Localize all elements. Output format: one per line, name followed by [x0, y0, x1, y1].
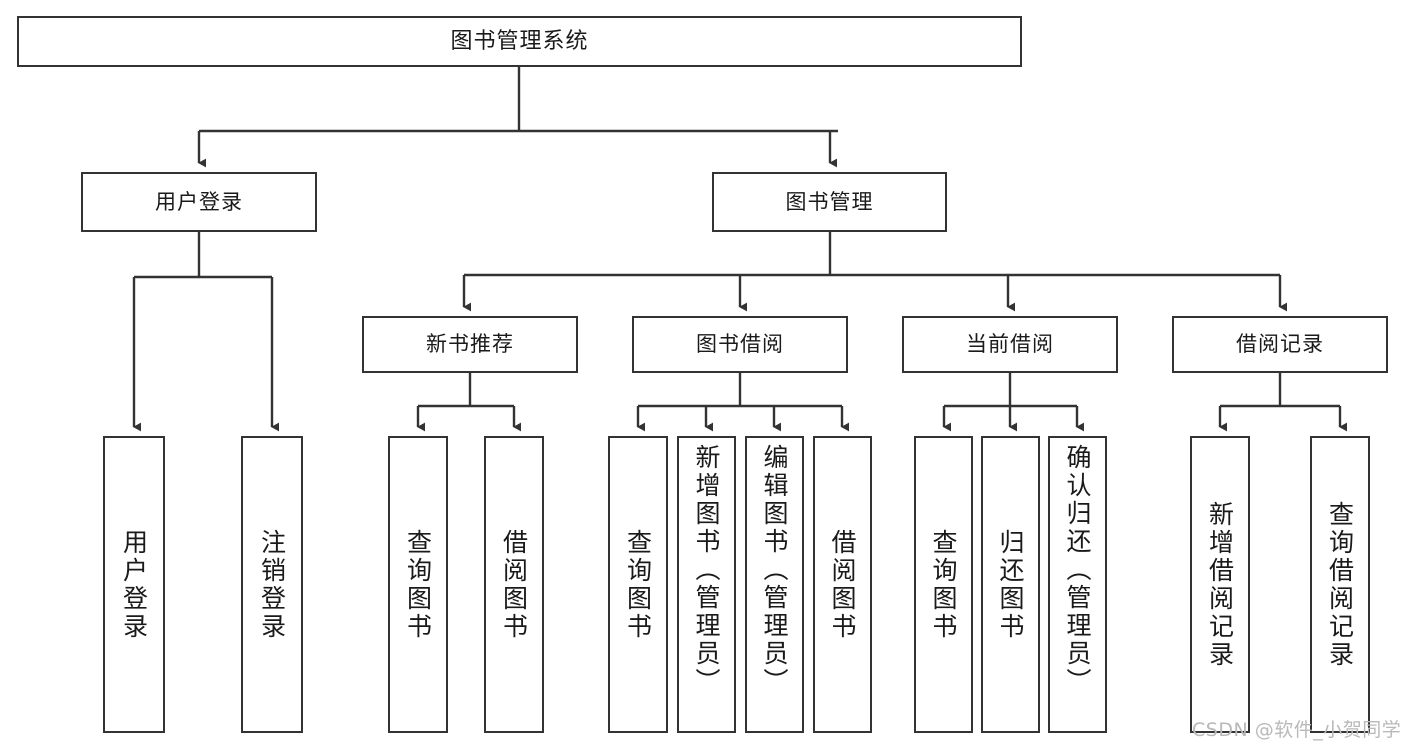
node-book-borrow-label: 图书借阅 [696, 332, 784, 356]
leaf-borrow-edit-book[interactable]: 编辑图书（管理员） [745, 436, 804, 733]
node-book-manage-label: 图书管理 [785, 189, 874, 214]
node-new-book-rec[interactable]: 新书推荐 [362, 316, 578, 373]
node-borrow-record-label: 借阅记录 [1236, 332, 1324, 356]
csdn-watermark: CSDN @软件_小贺同学 [1192, 719, 1402, 741]
leaf-user-login[interactable]: 用户登录 [103, 436, 165, 733]
leaf-rec-add-record[interactable]: 新增借阅记录 [1190, 436, 1250, 733]
node-root-label: 图书管理系统 [450, 28, 589, 54]
leaf-cur-confirm-return[interactable]: 确认归还（管理员） [1048, 436, 1107, 733]
leaf-rec-add-record-label: 新增借阅记录 [1205, 500, 1235, 669]
node-current-borrow[interactable]: 当前借阅 [902, 316, 1118, 373]
leaf-user-login-label: 用户登录 [119, 528, 149, 641]
leaf-borrow-borrow-book-label: 借阅图书 [828, 528, 857, 641]
node-current-borrow-label: 当前借阅 [966, 332, 1054, 356]
leaf-cur-return-book-label: 归还图书 [996, 528, 1025, 641]
leaf-borrow-borrow-book[interactable]: 借阅图书 [813, 436, 872, 733]
node-user-login-label: 用户登录 [155, 189, 243, 214]
leaf-cur-return-book[interactable]: 归还图书 [981, 436, 1040, 733]
leaf-borrow-add-book-label: 新增图书（管理员） [692, 444, 721, 696]
leaf-rec-query-record[interactable]: 查询借阅记录 [1310, 436, 1370, 733]
node-book-borrow[interactable]: 图书借阅 [632, 316, 848, 373]
node-book-manage[interactable]: 图书管理 [712, 172, 947, 232]
leaf-user-logout[interactable]: 注销登录 [241, 436, 303, 733]
leaf-borrow-add-book[interactable]: 新增图书（管理员） [677, 436, 736, 733]
node-user-login[interactable]: 用户登录 [81, 172, 317, 232]
leaf-borrow-edit-book-label: 编辑图书（管理员） [760, 444, 789, 696]
node-root[interactable]: 图书管理系统 [17, 16, 1022, 67]
leaf-borrow-query-book[interactable]: 查询图书 [608, 436, 668, 733]
leaf-user-logout-label: 注销登录 [257, 528, 287, 641]
node-new-book-rec-label: 新书推荐 [426, 332, 514, 356]
leaf-rec-borrow-book-label: 借阅图书 [499, 528, 529, 641]
leaf-cur-query-book-label: 查询图书 [929, 528, 958, 641]
leaf-cur-confirm-return-label: 确认归还（管理员） [1063, 444, 1092, 696]
leaf-rec-query-record-label: 查询借阅记录 [1325, 500, 1355, 669]
leaf-rec-borrow-book[interactable]: 借阅图书 [484, 436, 544, 733]
leaf-borrow-query-book-label: 查询图书 [623, 528, 653, 641]
node-borrow-record[interactable]: 借阅记录 [1172, 316, 1388, 373]
leaf-rec-query-book-label: 查询图书 [403, 528, 433, 641]
leaf-cur-query-book[interactable]: 查询图书 [914, 436, 973, 733]
leaf-rec-query-book[interactable]: 查询图书 [388, 436, 448, 733]
